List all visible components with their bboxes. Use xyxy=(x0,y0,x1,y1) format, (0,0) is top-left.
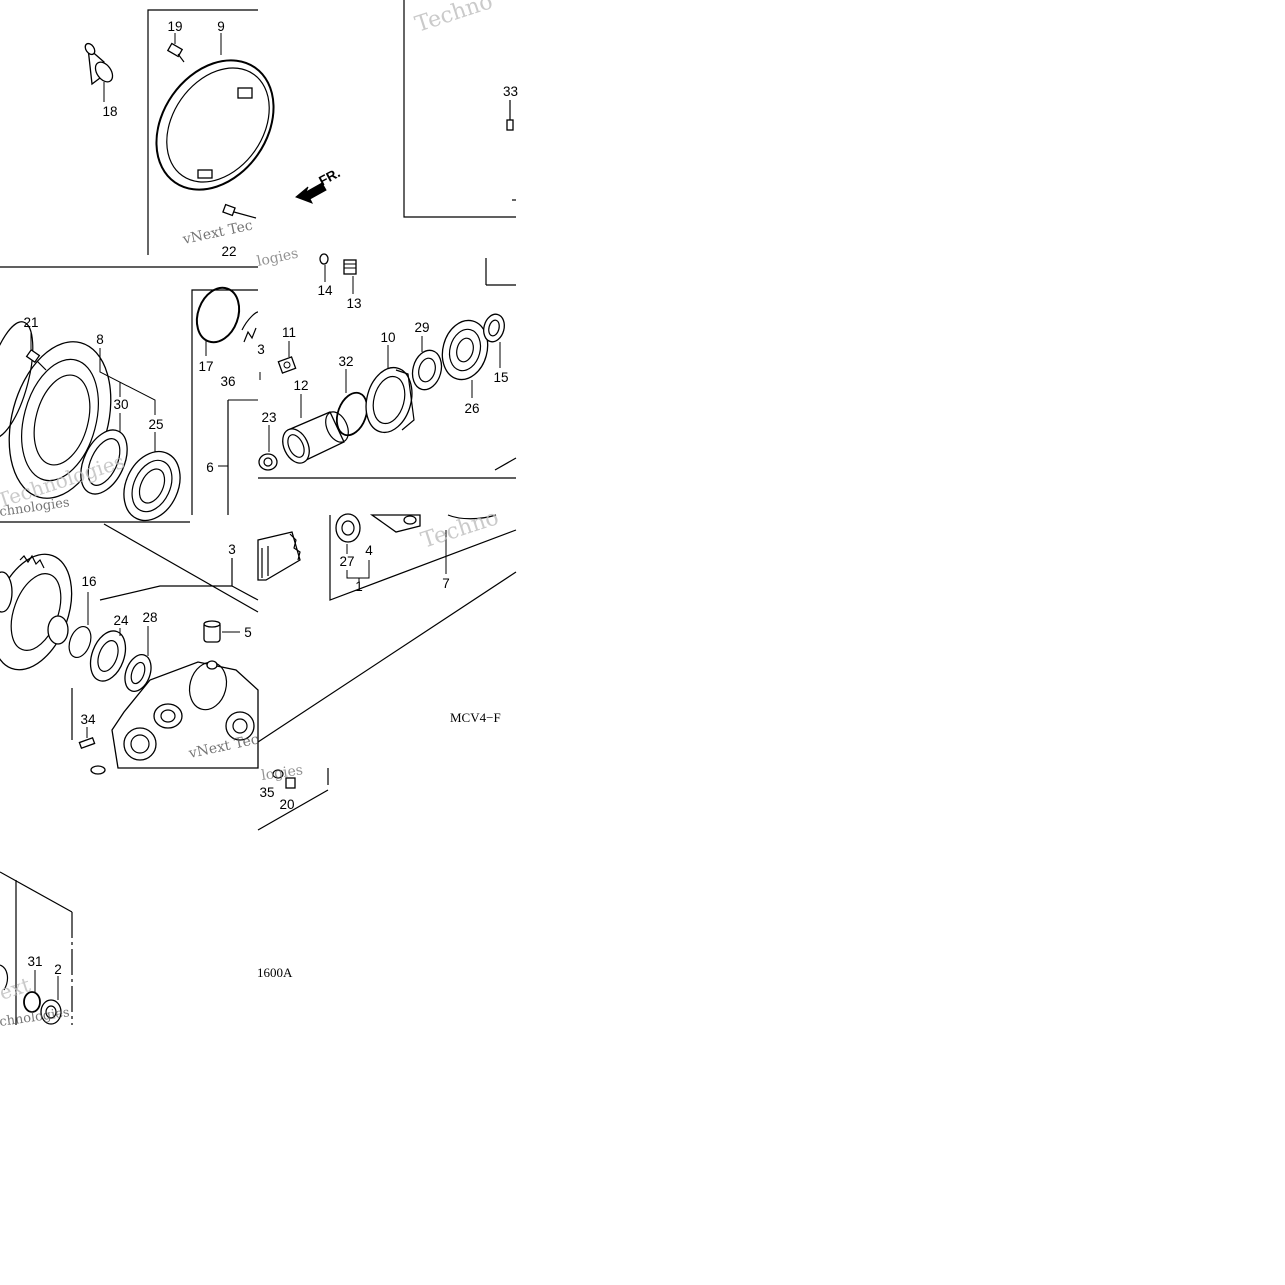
nut-part xyxy=(277,356,297,374)
washer-part xyxy=(68,625,92,659)
seal-part xyxy=(80,429,128,495)
callout-label: 26 xyxy=(464,401,479,416)
tile-middle-left xyxy=(0,286,261,523)
callout-label: 36 xyxy=(220,374,235,389)
ring-gear-part xyxy=(0,553,73,671)
callout-label: 12 xyxy=(293,378,308,393)
gear-edge-part xyxy=(241,311,259,343)
callout-label: 23 xyxy=(261,410,276,425)
callout-label: 2 xyxy=(54,962,62,977)
bearing-part xyxy=(441,319,489,381)
needle-bearing-part xyxy=(335,513,361,543)
callout-label: 35 xyxy=(259,785,274,800)
callout-label: 25 xyxy=(148,417,163,432)
front-direction-arrow xyxy=(295,182,327,204)
tile-center xyxy=(258,253,517,479)
callout-label: 24 xyxy=(113,613,129,628)
housing-part xyxy=(369,514,497,533)
pinion-gear-part xyxy=(257,531,301,581)
callout-label: 1 xyxy=(355,579,363,594)
tile-top-middle xyxy=(295,0,516,218)
seal-part xyxy=(411,349,443,391)
watermark: vNext Tec xyxy=(181,218,255,249)
callout-label: 9 xyxy=(217,19,225,34)
bearing-part xyxy=(123,450,181,522)
callout-label: 11 xyxy=(282,325,296,340)
tile-top-left xyxy=(0,9,275,268)
housing-edge-part xyxy=(0,964,9,991)
watermark: Techno xyxy=(412,0,496,38)
callout-label: 27 xyxy=(339,554,354,569)
band-ring-part xyxy=(155,59,275,191)
callout-label: 34 xyxy=(80,712,96,727)
hub-part xyxy=(365,366,415,434)
tile-lower-middle xyxy=(257,513,517,831)
watermark: logies xyxy=(256,246,300,270)
callout-label: 31 xyxy=(27,954,42,969)
watermark: Techno xyxy=(418,505,502,553)
callout-label: 13 xyxy=(346,296,361,311)
callout-label: 14 xyxy=(317,283,333,298)
callout-label: 21 xyxy=(23,315,38,330)
callout-label: 19 xyxy=(167,19,182,34)
callout-label: 7 xyxy=(442,576,450,591)
bearing-part xyxy=(89,630,127,682)
callout-label: 3 xyxy=(228,542,236,557)
bolt-part xyxy=(166,42,185,63)
seal-part xyxy=(124,654,152,692)
cap-part xyxy=(40,999,62,1025)
watermark: logies xyxy=(260,762,304,784)
watermark: ext xyxy=(0,972,33,1004)
callout-label: 5 xyxy=(244,625,252,640)
callout-label: 15 xyxy=(493,370,508,385)
washer-part xyxy=(272,769,284,779)
watermark: chnologies xyxy=(0,1005,71,1030)
callout-label: 30 xyxy=(113,397,128,412)
callout-label: 10 xyxy=(380,330,395,345)
tile-lower-left xyxy=(0,523,259,775)
bolt-part xyxy=(285,777,296,789)
watermarks: Techno vNext Tec logies Techno logies chn… xyxy=(0,0,502,1030)
washer-part xyxy=(483,313,505,343)
callout-label: 32 xyxy=(338,354,353,369)
callout-label: 33 xyxy=(503,84,518,99)
bolt-part xyxy=(25,348,47,371)
spring-part xyxy=(343,259,357,275)
plug-part xyxy=(203,620,221,643)
figure-code-bottom: 1600A xyxy=(257,965,293,980)
callout-labels: 19 9 18 22 21 8 30 25 17 36 3 6 11 12 32… xyxy=(23,19,518,977)
tile-bottom-left xyxy=(0,871,73,1025)
figure-code-top: MCV4−F xyxy=(450,710,501,725)
callout-label: 18 xyxy=(102,104,117,119)
callout-label: 20 xyxy=(279,797,294,812)
stud-part xyxy=(78,736,96,750)
callout-label: 16 xyxy=(81,574,96,589)
o-ring-part xyxy=(335,391,369,437)
callout-label: 29 xyxy=(414,320,429,335)
collar-part xyxy=(282,411,349,464)
callout-label: 4 xyxy=(365,543,373,558)
gear-case-part xyxy=(111,660,259,769)
snap-ring-part xyxy=(195,286,241,344)
nut-part xyxy=(258,453,278,471)
callout-label: 28 xyxy=(142,610,157,625)
callout-label: 17 xyxy=(198,359,213,374)
callout-label: 8 xyxy=(96,332,104,347)
bolt-part xyxy=(222,203,257,219)
callout-label: 6 xyxy=(206,460,214,475)
callout-label: 22 xyxy=(221,244,236,259)
pin-part xyxy=(319,253,329,265)
o-ring-part xyxy=(23,991,41,1013)
callout-label: 3 xyxy=(257,342,265,357)
pin-part xyxy=(84,42,114,86)
